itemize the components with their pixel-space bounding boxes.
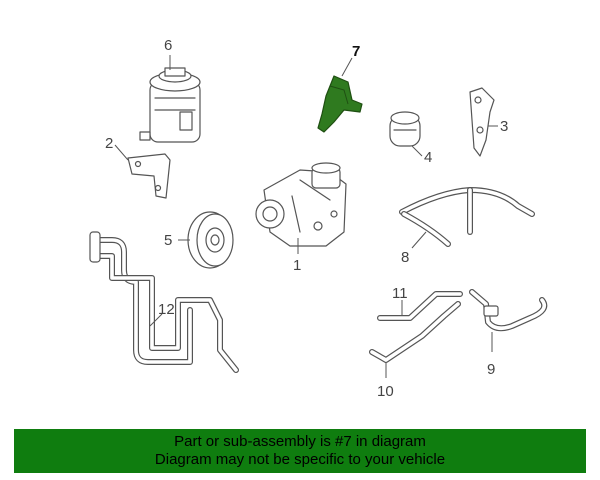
part-11-line[interactable] — [377, 291, 463, 321]
part-5-pulley[interactable] — [178, 211, 234, 269]
callout-5[interactable]: 5 — [164, 232, 172, 249]
callout-11[interactable]: 11 — [392, 285, 408, 302]
info-banner: Part or sub-assembly is #7 in diagram Di… — [14, 429, 586, 473]
part-9-hose[interactable] — [469, 289, 548, 352]
banner-line-2: Diagram may not be specific to your vehi… — [154, 451, 446, 468]
part-7-highlighted[interactable] — [317, 57, 363, 133]
part-6-reservoir[interactable] — [139, 55, 201, 143]
part-10-line[interactable] — [369, 301, 461, 378]
callout-8[interactable]: 8 — [401, 249, 409, 266]
callout-3[interactable]: 3 — [500, 118, 508, 135]
callout-4[interactable]: 4 — [424, 149, 432, 166]
callout-9[interactable]: 9 — [487, 361, 495, 378]
part-4-filter[interactable] — [389, 111, 423, 157]
part-1-pump[interactable] — [255, 162, 347, 254]
part-2-bracket[interactable] — [114, 144, 171, 199]
part-12-cooler[interactable] — [89, 231, 239, 373]
callout-1[interactable]: 1 — [293, 257, 301, 274]
callout-6[interactable]: 6 — [164, 37, 172, 54]
part-8-hose[interactable] — [399, 187, 535, 249]
callout-10[interactable]: 10 — [377, 383, 394, 400]
part-3-bracket[interactable] — [469, 87, 498, 157]
callout-2[interactable]: 2 — [105, 135, 113, 152]
banner-line-1: Part or sub-assembly is #7 in diagram — [174, 433, 426, 450]
callout-12[interactable]: 12 — [158, 301, 175, 318]
callout-7[interactable]: 7 — [352, 43, 360, 60]
